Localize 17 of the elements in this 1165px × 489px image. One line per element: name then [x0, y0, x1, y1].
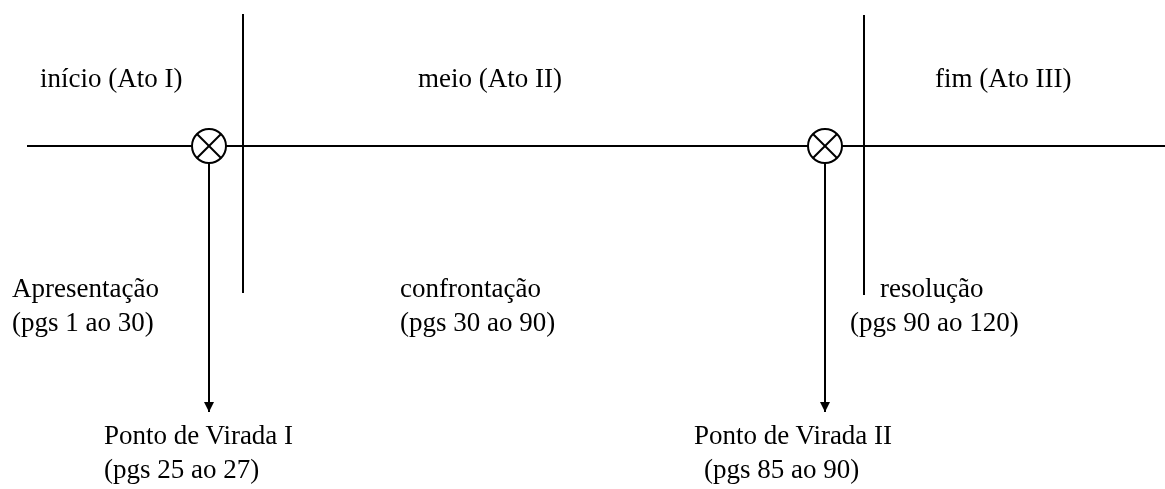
act-name: resolução	[880, 272, 984, 304]
page-range-text: (pgs 1 ao 30)	[12, 306, 154, 338]
page-range-text: (pgs 90 ao 120)	[850, 306, 1019, 338]
act-title: fim (Ato III)	[935, 62, 1072, 94]
turning-point-symbol	[191, 128, 227, 164]
turning-point-symbol	[807, 128, 843, 164]
act-name: Apresentação	[12, 272, 159, 304]
turning-point-title: Ponto de Virada II	[694, 419, 893, 452]
act-title: meio (Ato II)	[418, 62, 562, 94]
page-range-text: (pgs 85 ao 90)	[703, 453, 861, 486]
act-title: início (Ato I)	[40, 62, 183, 94]
arrow	[204, 162, 214, 413]
act-name: confrontação	[400, 272, 541, 304]
arrow	[820, 162, 830, 413]
page-range-text: (pgs 30 ao 90)	[400, 306, 556, 338]
page-range-text: (pgs 25 ao 27)	[104, 453, 261, 486]
turning-point-title: Ponto de Virada I	[104, 419, 294, 452]
